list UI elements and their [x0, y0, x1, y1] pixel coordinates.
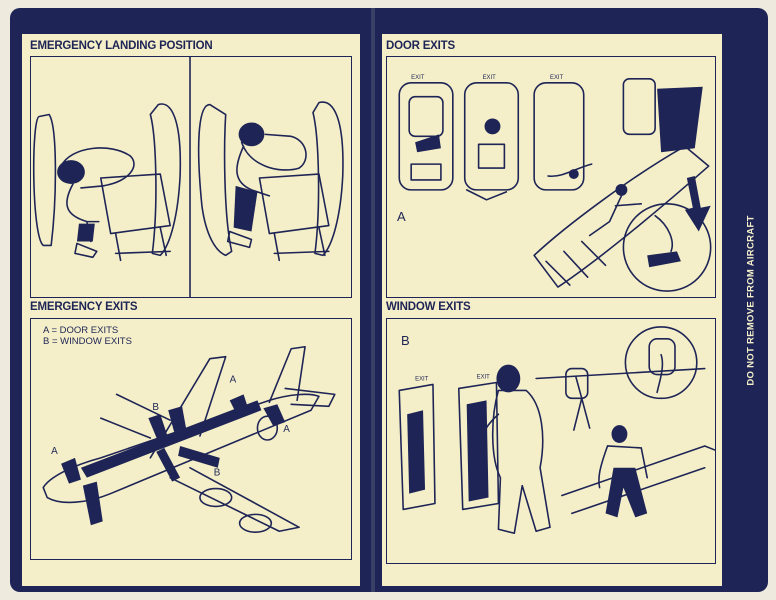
- label-a3: A: [283, 424, 290, 435]
- landing-illustration: [30, 56, 352, 298]
- label-a2: A: [230, 374, 237, 385]
- window-exits-title: WINDOW EXITS: [386, 301, 471, 313]
- door-exit-sign-1: EXIT: [411, 75, 425, 81]
- label-b2: B: [214, 468, 221, 479]
- exits-map-illustration: A = DOOR EXITS B = WINDOW EXITS: [30, 318, 352, 560]
- window-exits-drawing: EXIT EXIT: [398, 326, 715, 535]
- window-exits-illustration: B EXIT E: [386, 318, 716, 564]
- landing-drawing: [32, 57, 344, 297]
- door-exit-sign-3: EXIT: [550, 75, 564, 81]
- door-exits-title: DOOR EXITS: [386, 40, 455, 52]
- door-exits-illustration: A: [386, 56, 716, 298]
- legend-door-exits: A = DOOR EXITS: [43, 325, 119, 336]
- door-exit-sign-2: EXIT: [483, 75, 497, 81]
- emergency-exits-title: EMERGENCY EXITS: [30, 301, 138, 313]
- door-exits-letter: A: [397, 209, 406, 224]
- do-not-remove-text: DO NOT REMOVE FROM AIRCRAFT: [745, 214, 757, 386]
- legend-window-exits: B = WINDOW EXITS: [43, 336, 132, 347]
- card-fold: [371, 8, 375, 592]
- exits-legend: A = DOOR EXITS B = WINDOW EXITS: [43, 325, 132, 347]
- window-exits-letter: B: [401, 333, 410, 348]
- label-a1: A: [51, 446, 58, 457]
- door-exits-drawing: EXIT EXIT EXIT: [398, 75, 712, 292]
- window-exit-sign-2: EXIT: [477, 375, 491, 381]
- landing-title: EMERGENCY LANDING POSITION: [30, 40, 213, 52]
- do-not-remove-notice: DO NOT REMOVE FROM AIRCRAFT: [721, 200, 776, 400]
- window-exit-sign-1: EXIT: [415, 376, 429, 382]
- label-b1: B: [152, 402, 159, 413]
- airplane-drawing: A A A B B: [42, 345, 336, 534]
